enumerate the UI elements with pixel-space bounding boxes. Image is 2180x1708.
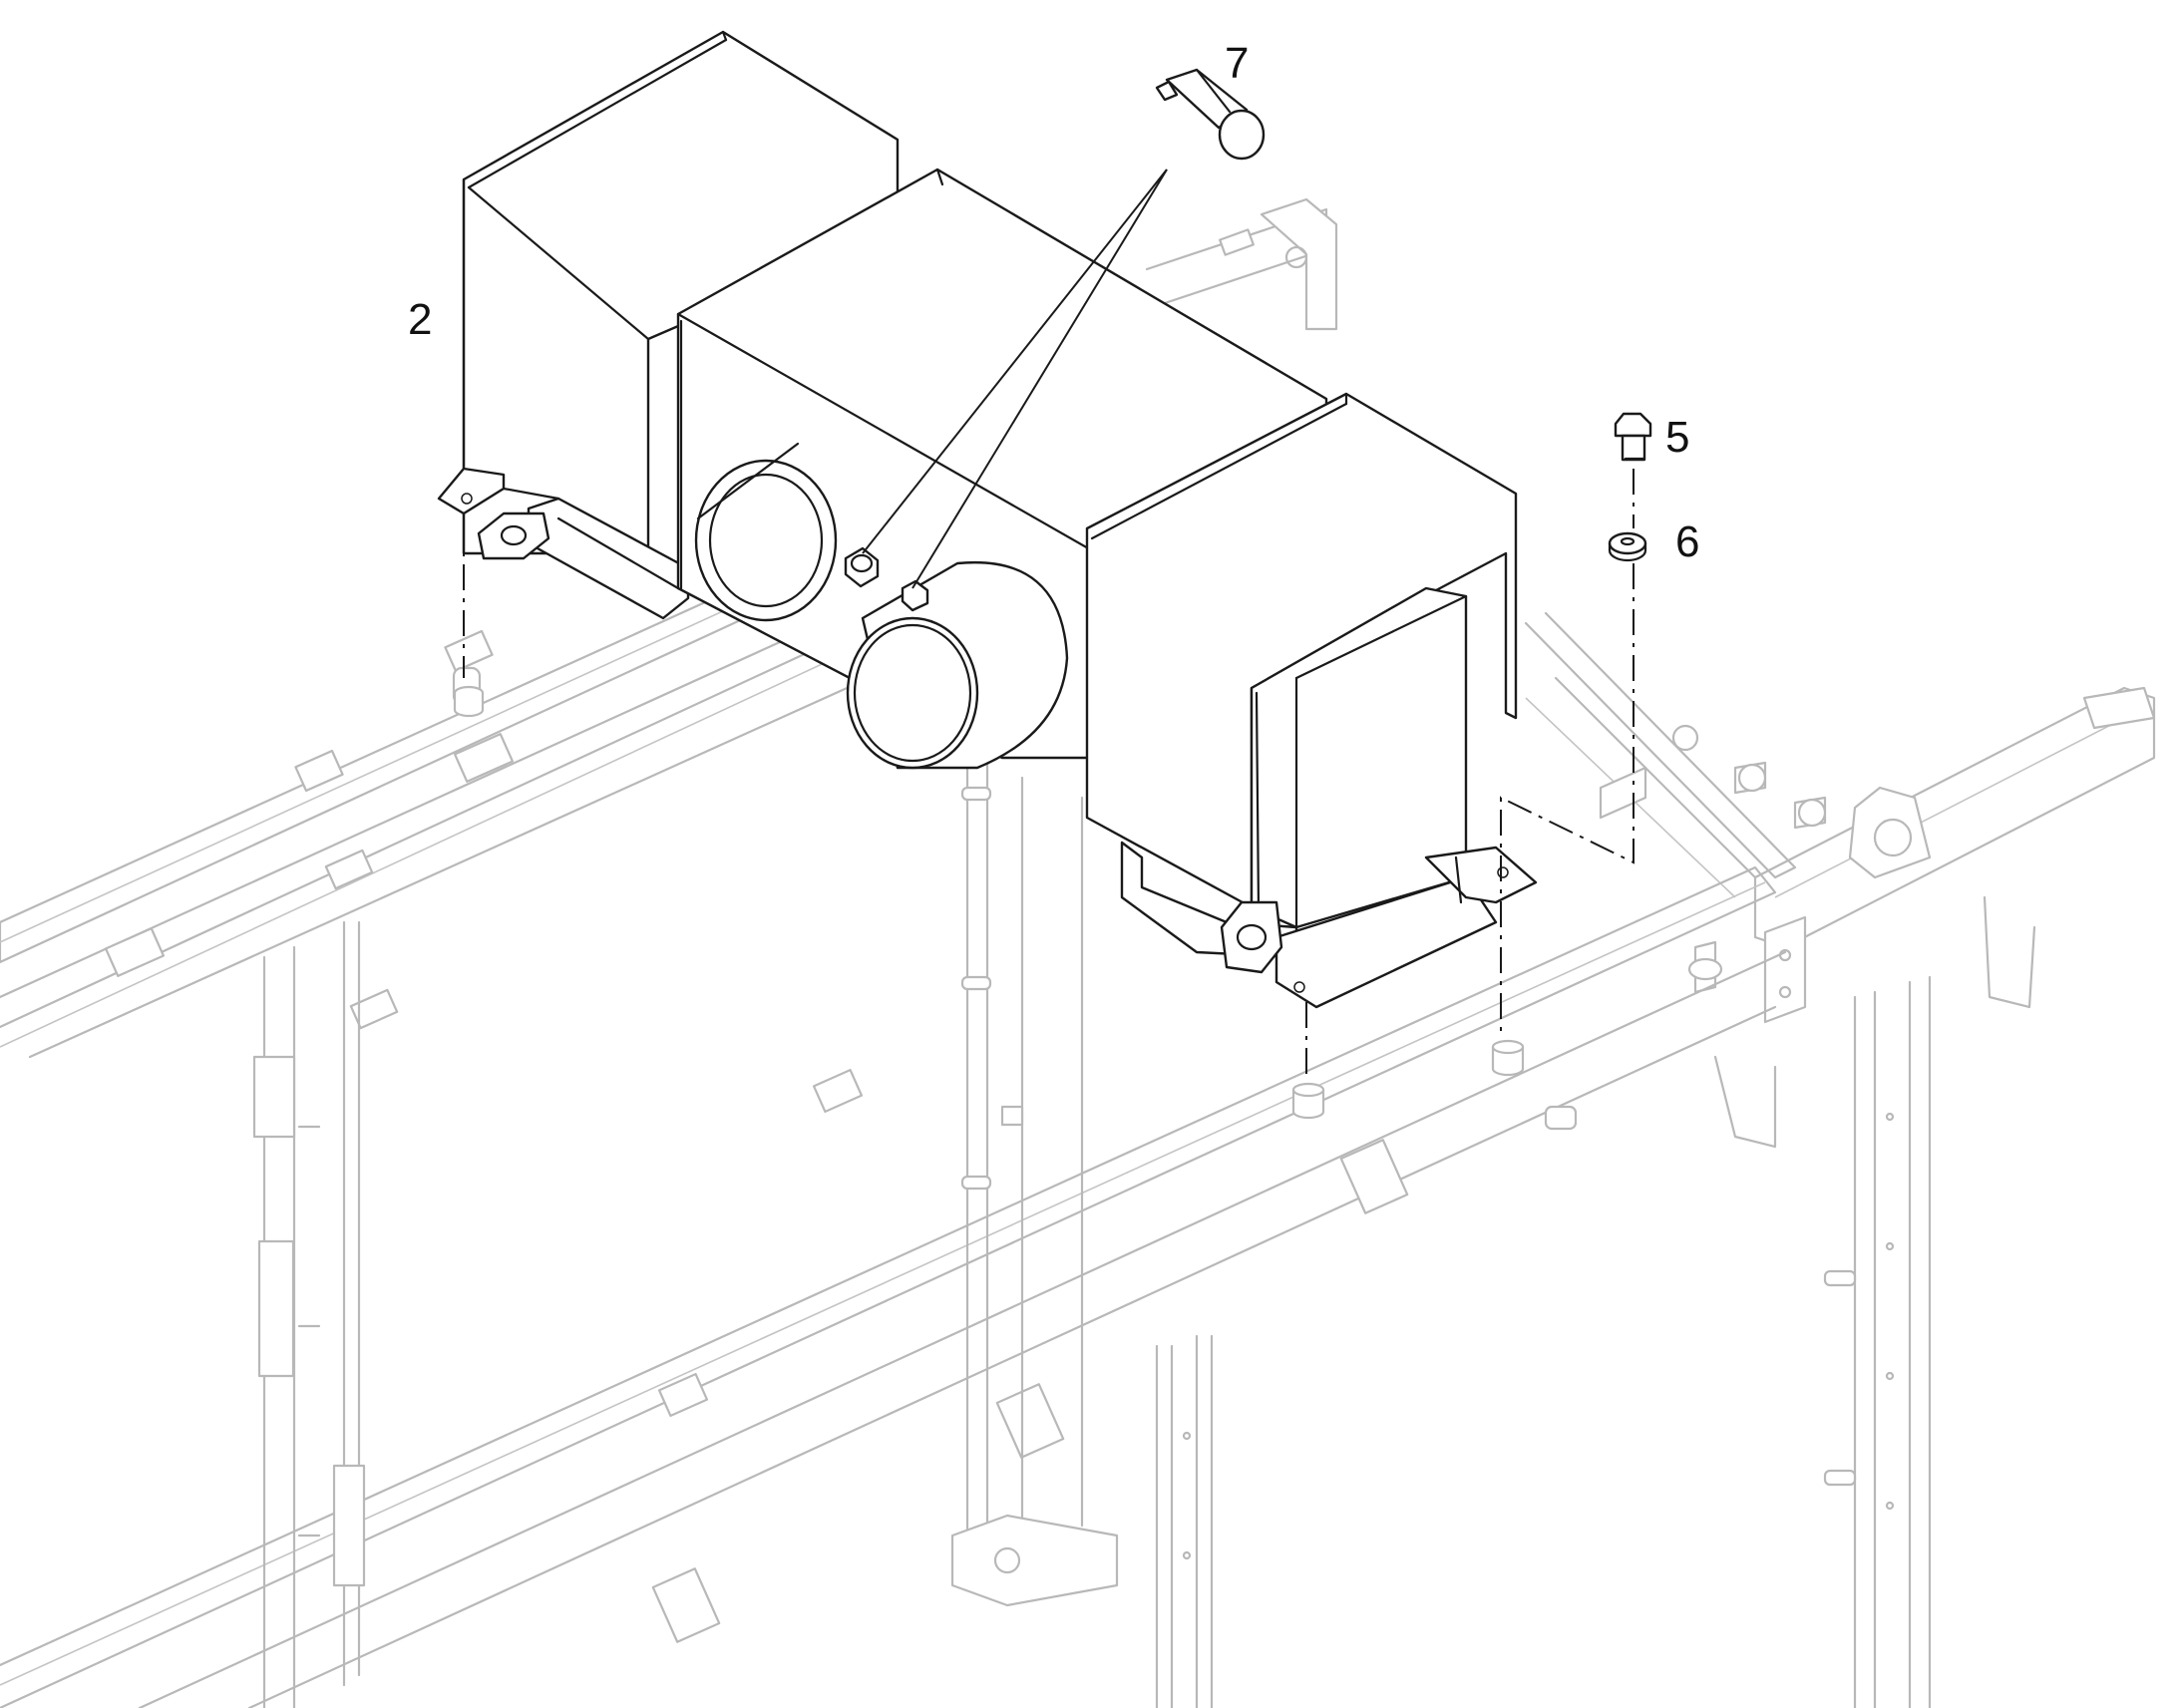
front-rail <box>0 865 1787 1708</box>
support-frame <box>0 197 2156 1708</box>
bolt <box>1614 412 1652 462</box>
silencer-assembly <box>437 30 1652 1082</box>
callout-6: 6 <box>1675 517 1699 566</box>
right-vertical-posts <box>1155 975 1932 1708</box>
washer <box>1608 531 1647 562</box>
right-round-outlet <box>846 560 1069 770</box>
mount-pad-left-rear-body <box>453 693 485 718</box>
callout-5: 5 <box>1665 413 1689 462</box>
left-vertical-post <box>252 920 366 1708</box>
right-cross-member <box>1687 686 2156 1149</box>
center-vertical-post <box>950 756 1119 1607</box>
callout-labels: 2 5 6 7 <box>408 39 1699 566</box>
callout-7: 7 <box>1225 39 1249 88</box>
installation-center-lines <box>463 469 1635 1082</box>
left-mounting-foot <box>437 467 690 620</box>
sensor-ports <box>844 546 929 612</box>
right-rail <box>1524 611 1827 898</box>
right-housing-box <box>1085 392 1518 929</box>
sensor-sleeve-part <box>1155 68 1266 161</box>
callout-2: 2 <box>408 295 432 344</box>
right-mounting-feet <box>1120 841 1538 1009</box>
mount-pad-front-right <box>1491 1047 1525 1077</box>
left-round-inlet <box>694 442 838 622</box>
leader-lines-item-7 <box>862 169 1168 589</box>
mount-pad-front-left <box>1291 1090 1325 1120</box>
rear-rail <box>1145 197 1338 331</box>
